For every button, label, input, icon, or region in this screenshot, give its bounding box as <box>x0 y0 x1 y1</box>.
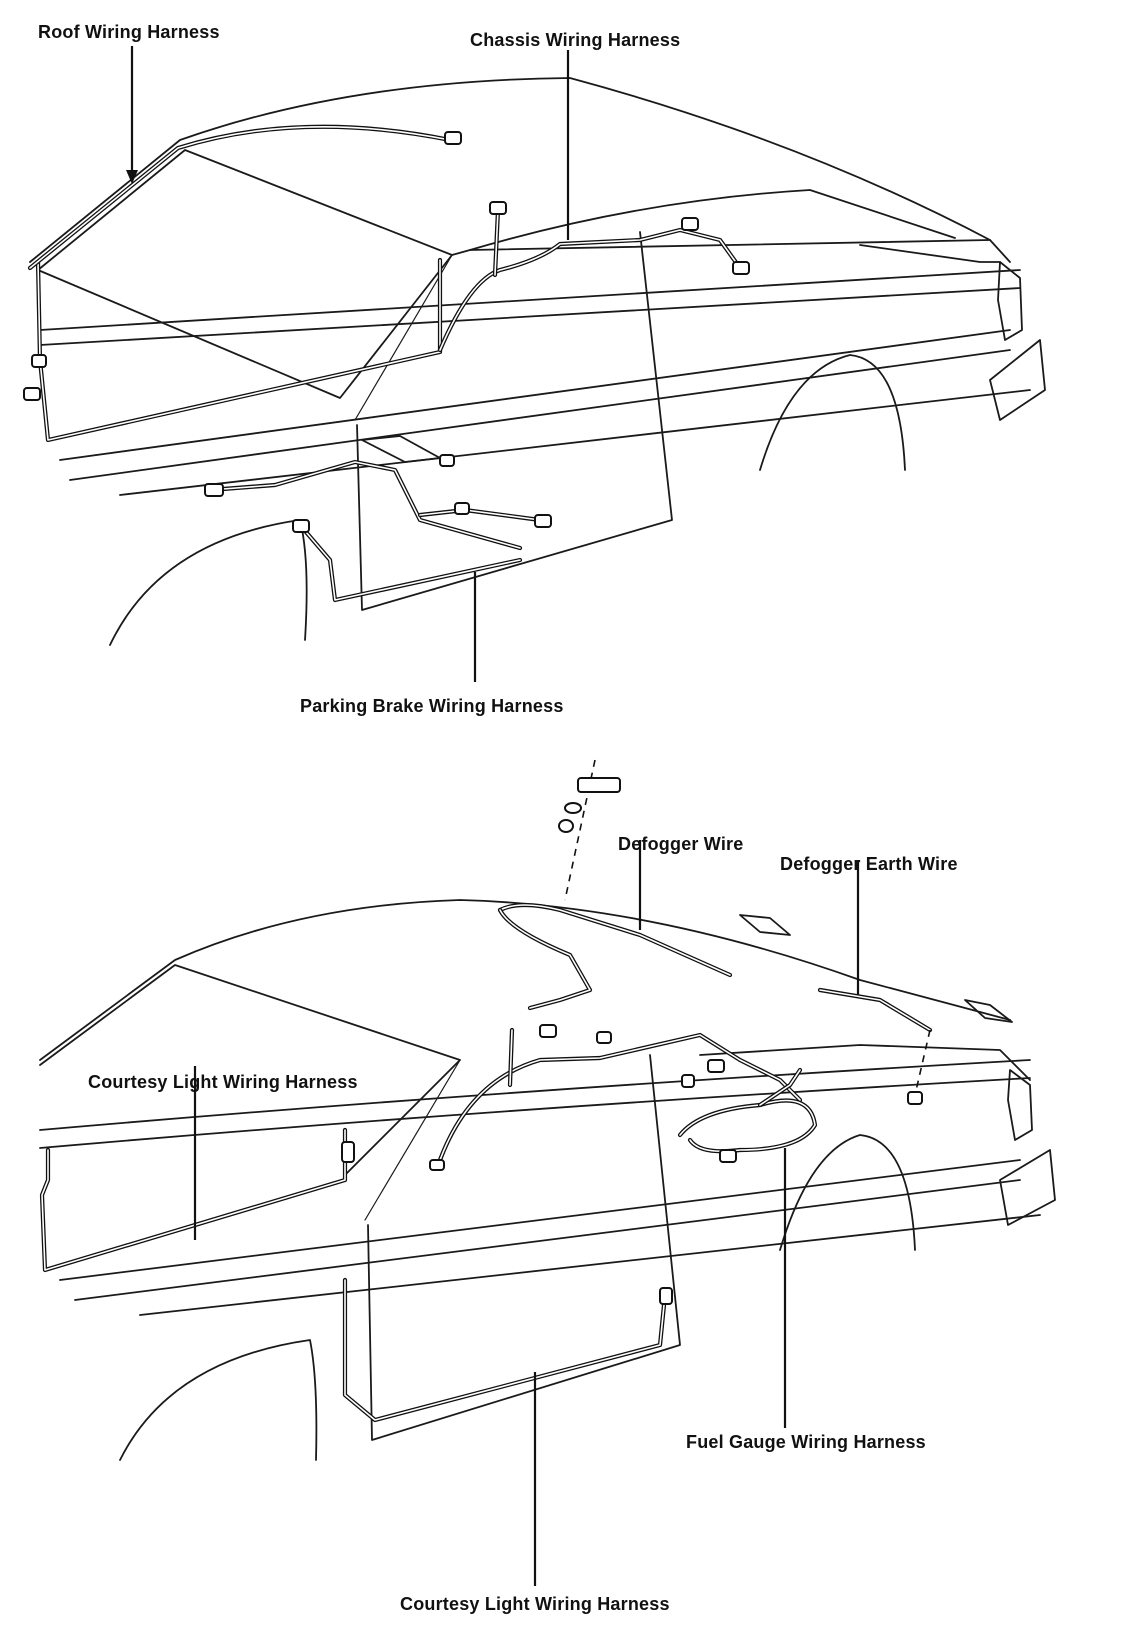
label-fuel-gauge-wiring-harness: Fuel Gauge Wiring Harness <box>686 1432 926 1452</box>
label-defogger-wire: Defogger Wire <box>618 834 743 854</box>
label-courtesy-light-wiring-harness-lower: Courtesy Light Wiring Harness <box>400 1594 670 1614</box>
upper-car-illustration <box>23 77 1046 646</box>
label-courtesy-light-wiring-harness-upper: Courtesy Light Wiring Harness <box>88 1072 358 1092</box>
label-defogger-earth-wire: Defogger Earth Wire <box>780 854 958 874</box>
label-chassis-wiring-harness: Chassis Wiring Harness <box>470 30 680 50</box>
roof-harness-arrowhead <box>126 170 138 184</box>
label-roof-wiring-harness: Roof Wiring Harness <box>38 22 220 42</box>
label-parking-brake-wiring-harness: Parking Brake Wiring Harness <box>300 696 564 716</box>
lower-car-illustration <box>39 759 1056 1461</box>
